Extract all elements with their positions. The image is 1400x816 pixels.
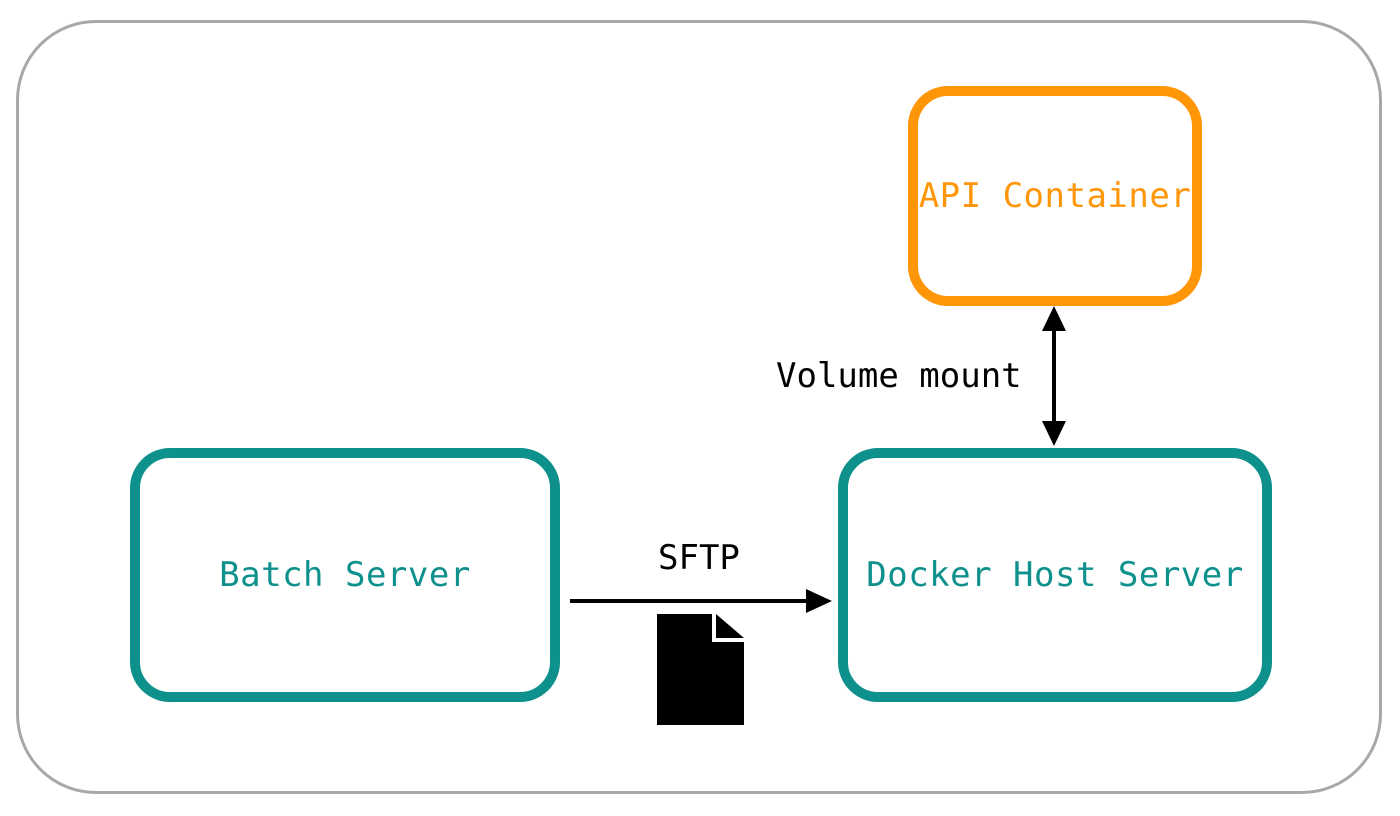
api-container-label: API Container: [918, 176, 1192, 216]
batch-server-label: Batch Server: [219, 555, 471, 595]
api-container-node: API Container: [908, 86, 1202, 306]
docker-host-server-label: Docker Host Server: [866, 555, 1244, 595]
outer-frame: [16, 20, 1382, 794]
volume-mount-label: Volume mount: [776, 356, 1022, 396]
docker-host-server-node: Docker Host Server: [838, 448, 1272, 702]
sftp-label: SFTP: [658, 538, 740, 578]
batch-server-node: Batch Server: [130, 448, 560, 702]
